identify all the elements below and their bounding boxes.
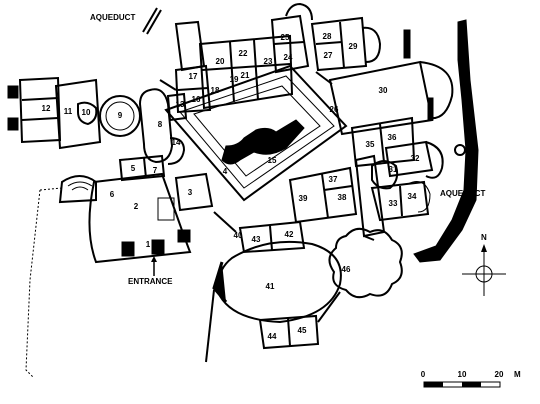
connectors xyxy=(159,71,375,323)
room-number-38: 38 xyxy=(338,193,347,202)
central-courtyard xyxy=(164,64,348,202)
room-number-8: 8 xyxy=(158,120,163,129)
central-pool xyxy=(221,119,305,165)
room-number-2: 2 xyxy=(134,202,139,211)
room-number-1: 1 xyxy=(146,240,151,249)
room-number-21: 21 xyxy=(241,71,250,80)
scale-bar xyxy=(423,381,501,388)
room-number-16: 16 xyxy=(192,95,201,104)
room-number-30: 30 xyxy=(379,86,388,95)
room-number-27: 27 xyxy=(324,51,333,60)
room-number-20: 20 xyxy=(216,57,225,66)
great-hall xyxy=(328,29,454,136)
room-number-23: 23 xyxy=(264,57,273,66)
room-number-39: 39 xyxy=(299,194,308,203)
room-number-33: 33 xyxy=(389,199,398,208)
northeast-rooms xyxy=(310,16,382,72)
room-number-10: 10 xyxy=(82,108,91,117)
room-number-41: 41 xyxy=(266,282,275,291)
aqueduct-north-line xyxy=(142,7,162,35)
room-number-13: 13 xyxy=(176,100,185,109)
room-number-36: 36 xyxy=(388,133,397,142)
north-arrow-icon xyxy=(462,244,506,296)
room-number-45: 45 xyxy=(298,326,307,335)
scale-tick-20: 20 xyxy=(495,370,504,379)
room-number-34: 34 xyxy=(408,192,417,201)
room-number-46: 46 xyxy=(342,265,351,274)
aqueduct-east-label: AQUEDUCT xyxy=(440,189,485,198)
room-number-18: 18 xyxy=(211,86,220,95)
aqueduct-tower xyxy=(454,144,466,156)
entrance-arrowhead xyxy=(151,256,157,262)
north-label: N xyxy=(481,233,487,242)
room-number-5: 5 xyxy=(131,164,136,173)
entrance-area xyxy=(25,154,214,379)
room-number-37: 37 xyxy=(329,175,338,184)
room-number-15: 15 xyxy=(268,156,277,165)
room-number-40: 40 xyxy=(234,231,243,240)
room-number-25: 25 xyxy=(281,33,290,42)
room-number-26: 26 xyxy=(330,105,339,114)
scale-tick-0: 0 xyxy=(421,370,426,379)
scale-unit: M xyxy=(514,370,521,379)
west-baths xyxy=(7,76,188,165)
entrance-label: ENTRANCE xyxy=(128,277,173,286)
room-number-24: 24 xyxy=(284,53,293,62)
room-number-32: 32 xyxy=(411,154,420,163)
room-number-35: 35 xyxy=(366,140,375,149)
north-range xyxy=(174,2,313,114)
room-number-22: 22 xyxy=(239,49,248,58)
room-number-12: 12 xyxy=(42,104,51,113)
room-number-9: 9 xyxy=(118,111,123,120)
south-halls xyxy=(205,220,342,363)
aqueduct-north-label: AQUEDUCT xyxy=(90,13,135,22)
room-number-7: 7 xyxy=(153,166,158,175)
room-number-11: 11 xyxy=(64,107,73,116)
room-number-43: 43 xyxy=(252,235,261,244)
room-number-14: 14 xyxy=(172,138,181,147)
room-number-6: 6 xyxy=(110,190,115,199)
quatrefoil-room xyxy=(328,227,403,299)
room-number-44: 44 xyxy=(268,332,277,341)
room-number-28: 28 xyxy=(323,32,332,41)
scale-tick-10: 10 xyxy=(458,370,467,379)
aqueduct-east-line xyxy=(413,19,479,263)
room-number-19: 19 xyxy=(230,75,239,84)
room-number-29: 29 xyxy=(349,42,358,51)
room-number-31: 31 xyxy=(389,165,398,174)
room-number-3: 3 xyxy=(188,188,193,197)
room-number-17: 17 xyxy=(189,72,198,81)
room-number-4: 4 xyxy=(223,167,228,176)
room-number-42: 42 xyxy=(285,230,294,239)
